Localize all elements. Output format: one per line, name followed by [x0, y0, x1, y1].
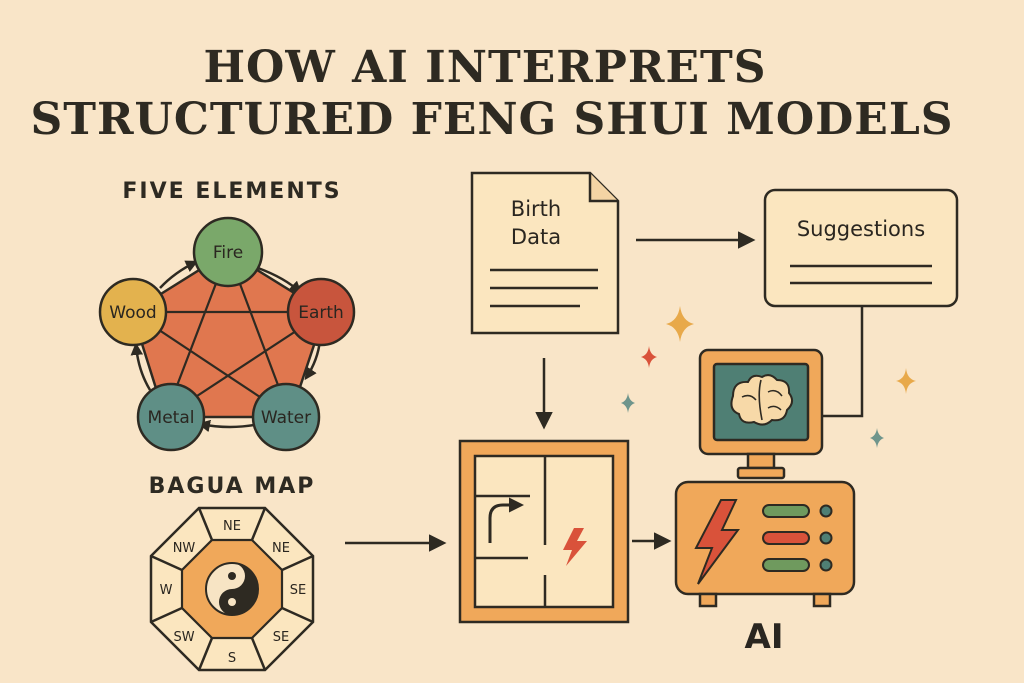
bagua-map: NE NW NE W SE SW SE S: [149, 506, 315, 672]
water-node: [251, 382, 321, 452]
suggestions-label: Suggestions: [797, 217, 925, 241]
five-elements-diagram: Fire Earth Water Metal Wood: [98, 216, 356, 452]
wood-label: Wood: [109, 303, 156, 323]
lightning-icon: [694, 499, 740, 585]
brain-icon: [730, 374, 793, 426]
bagua-dir-sw: SW: [173, 630, 194, 645]
indicator-bar: [762, 558, 810, 572]
bagua-dir-se-lower: SE: [273, 630, 289, 645]
fire-node: [192, 216, 264, 288]
five-elements-heading: FIVE ELEMENTS: [122, 179, 341, 204]
bagua-dir-se-upper: SE: [290, 583, 306, 598]
machine-icon: [674, 480, 856, 608]
connector-suggestions-to-monitor: [822, 306, 864, 418]
document-icon: Birth Data: [470, 171, 620, 335]
water-label: Water: [261, 408, 311, 428]
indicator-dot: [819, 531, 833, 545]
bagua-heading: BAGUA MAP: [149, 474, 316, 499]
yin-yang-icon: [205, 562, 259, 616]
suggestions-box: Suggestions: [763, 188, 959, 308]
indicator-bar: [762, 531, 810, 545]
earth-label: Earth: [298, 303, 344, 323]
bagua-dir-nw: NW: [173, 541, 196, 556]
title-line-1: HOW AI INTERPRETS: [203, 42, 766, 93]
fire-label: Fire: [213, 243, 243, 263]
title-line-2: STRUCTURED FENG SHUI MODELS: [30, 94, 953, 145]
metal-node: [136, 382, 206, 452]
bagua-dir-w: W: [160, 583, 173, 598]
cycle-arrow: [159, 260, 199, 289]
indicator-dot: [819, 504, 833, 518]
indicator-dot: [819, 558, 833, 572]
ai-label: AI: [745, 617, 784, 657]
cycle-arrow: [130, 342, 152, 391]
floor-plan-icon: [458, 439, 630, 624]
wood-node: [98, 277, 168, 347]
earth-node: [286, 277, 356, 347]
lightning-icon: [563, 528, 587, 566]
bagua-dir-top: NE: [223, 519, 241, 534]
monitor-icon: [698, 348, 824, 480]
birth-data-line-2: Data: [511, 225, 561, 249]
metal-label: Metal: [148, 408, 195, 428]
indicator-bar: [762, 504, 810, 518]
sparkle-icon: [621, 306, 916, 448]
bagua-dir-s: S: [228, 651, 236, 666]
birth-data-line-1: Birth: [511, 197, 561, 221]
cycle-arrow: [197, 419, 261, 433]
bagua-dir-ne: NE: [272, 541, 290, 556]
